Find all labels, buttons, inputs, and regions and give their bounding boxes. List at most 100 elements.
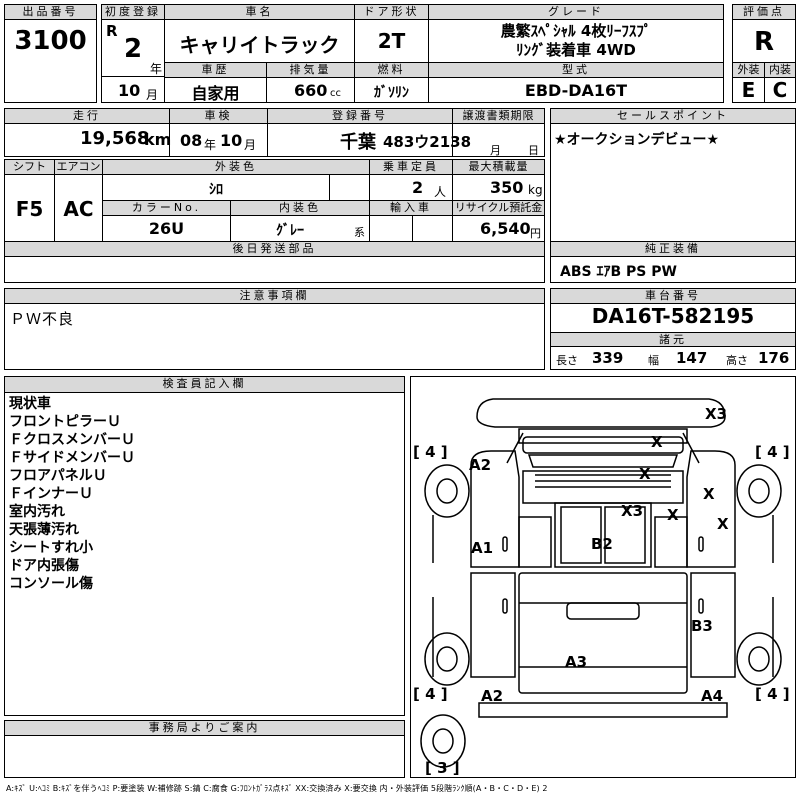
length-label: 長さ xyxy=(556,354,578,367)
int-color: ｸﾞﾚｰ xyxy=(276,223,304,239)
rear-bumper xyxy=(478,702,728,718)
plate-area: 千葉 xyxy=(340,132,376,153)
mileage-unit: km xyxy=(144,130,172,149)
tire-front-right xyxy=(736,464,782,518)
door-type: 2T xyxy=(377,29,406,53)
inspector-note: ＦインナーＵ xyxy=(9,486,93,502)
tire-label-fr: [ 4 ] xyxy=(755,443,790,461)
grade-line2: ﾘﾝｸﾞ装着車 4WD xyxy=(516,41,636,59)
tire-spare xyxy=(420,714,466,768)
tire-label-spare: [ 3 ] xyxy=(425,759,460,777)
mark-2: X xyxy=(651,433,663,451)
chassis-number: DA16T-582195 xyxy=(591,304,755,328)
reg-year: 2 xyxy=(124,34,143,64)
grade-label: グレード xyxy=(428,4,724,20)
era: R xyxy=(106,22,118,40)
inspector-note: 室内汚れ xyxy=(9,504,65,520)
cab-roof xyxy=(518,428,688,444)
displacement-label: 排気量 xyxy=(266,62,355,78)
inspector-note: ＦサイドメンバーＵ xyxy=(9,450,135,466)
height-label: 高さ xyxy=(726,354,748,367)
right-fender xyxy=(686,450,736,568)
exterior-grade: E xyxy=(741,78,756,102)
office-label: 事務局よりご案内 xyxy=(4,720,405,736)
grade-line1: 農繁ｽﾍﾟｼｬﾙ 4枚ﾘｰﾌｽﾌﾟ xyxy=(500,22,652,40)
parts-label: 後日発送部品 xyxy=(4,241,545,257)
front-bumper xyxy=(476,398,726,428)
ext-color-label: 外装色 xyxy=(102,159,370,175)
shift-label: シフト xyxy=(4,159,55,175)
car-diagram-svg: X3 X X X X3 X X A2 A1 B2 B3 A3 A2 A4 [ 4… xyxy=(413,398,790,777)
mark-13: A2 xyxy=(481,687,503,705)
int-color-label: 内装色 xyxy=(230,200,370,216)
recycle-label: リサイクル預託金 xyxy=(452,200,545,216)
plate-label: 登録番号 xyxy=(267,108,453,124)
height: 176 xyxy=(758,349,790,367)
mark-8: A2 xyxy=(469,456,491,474)
equipment-label: 純正装備 xyxy=(550,241,796,257)
insp-month: 10 xyxy=(220,131,243,150)
color-no: 26U xyxy=(148,219,185,238)
model-label: 型式 xyxy=(428,62,724,78)
truck-bed xyxy=(518,572,688,694)
displacement-unit: cc xyxy=(330,88,341,99)
inspector-note: フロアパネルＵ xyxy=(9,468,107,484)
insp-year: 08 xyxy=(180,131,203,150)
max-load-label: 最大積載量 xyxy=(452,159,545,175)
tire-label-rr: [ 4 ] xyxy=(755,685,790,703)
mark-10: B2 xyxy=(591,535,613,553)
mark-6: X xyxy=(667,506,679,524)
exterior-label: 外装 xyxy=(732,62,765,78)
score: R xyxy=(753,27,775,57)
reg-month: 10 xyxy=(118,81,141,100)
inspector-note: ドア内張傷 xyxy=(9,558,79,574)
tire-label-rl: [ 4 ] xyxy=(413,685,448,703)
int-color-unit: 系 xyxy=(354,226,365,239)
score-label: 評価点 xyxy=(732,4,796,20)
capacity-label: 乗車定員 xyxy=(369,159,453,175)
tire-front-left xyxy=(424,464,470,518)
import-label: 輸入車 xyxy=(369,200,453,216)
recycle-fee: 6,540 xyxy=(480,219,531,238)
inspector-label: 検査員記入欄 xyxy=(4,376,405,393)
equipment: ABS ｴｱB PS PW xyxy=(560,264,677,280)
mileage: 19,568 xyxy=(80,128,150,149)
tire-label-fl: [ 4 ] xyxy=(413,443,448,461)
capacity: 2 xyxy=(412,178,424,197)
length: 339 xyxy=(592,349,624,367)
car-name: キャリイトラック xyxy=(179,33,340,57)
selling-label: セールスポイント xyxy=(550,108,796,124)
mark-14: A4 xyxy=(701,687,723,705)
notes-label: 注意事項欄 xyxy=(4,288,545,304)
mark-9: A1 xyxy=(471,539,493,557)
door-label: ドア形状 xyxy=(354,4,429,20)
color-no-label: カラーNo. xyxy=(102,200,231,216)
plate-number: 483ウ2138 xyxy=(383,133,472,151)
interior-label: 内装 xyxy=(764,62,796,78)
shift: F5 xyxy=(15,197,44,221)
ext-color: ｼﾛ xyxy=(209,182,223,198)
inspector-note: ＦクロスメンバーＵ xyxy=(9,432,135,448)
specs-label: 諸元 xyxy=(550,332,796,347)
insp-month-unit: 月 xyxy=(244,138,257,152)
ac-label: エアコン xyxy=(54,159,103,175)
inspector-note: 現状車 xyxy=(9,396,51,412)
month-unit: 月 xyxy=(146,88,159,102)
history-label: 車歴 xyxy=(164,62,267,78)
year-unit: 年 xyxy=(150,62,163,76)
model-code: EBD-DA16T xyxy=(524,81,628,100)
mileage-label: 走行 xyxy=(4,108,170,124)
legend: A:ｷｽﾞ U:ﾍｺﾐ B:ｷｽﾞを伴うﾍｺﾐ P:要塗装 W:補修跡 S:錆 … xyxy=(6,784,548,793)
fuel-label: 燃料 xyxy=(354,62,429,78)
mark-4: X xyxy=(703,485,715,503)
width: 147 xyxy=(676,349,708,367)
cab xyxy=(522,470,684,504)
tire-rear-left xyxy=(424,632,470,686)
max-load-unit: kg xyxy=(528,183,543,197)
history: 自家用 xyxy=(191,84,240,103)
first-reg-label: 初度登録 xyxy=(101,4,165,20)
mark-11: B3 xyxy=(691,617,713,635)
max-load: 350 xyxy=(490,178,524,197)
mark-7: X xyxy=(717,515,729,533)
